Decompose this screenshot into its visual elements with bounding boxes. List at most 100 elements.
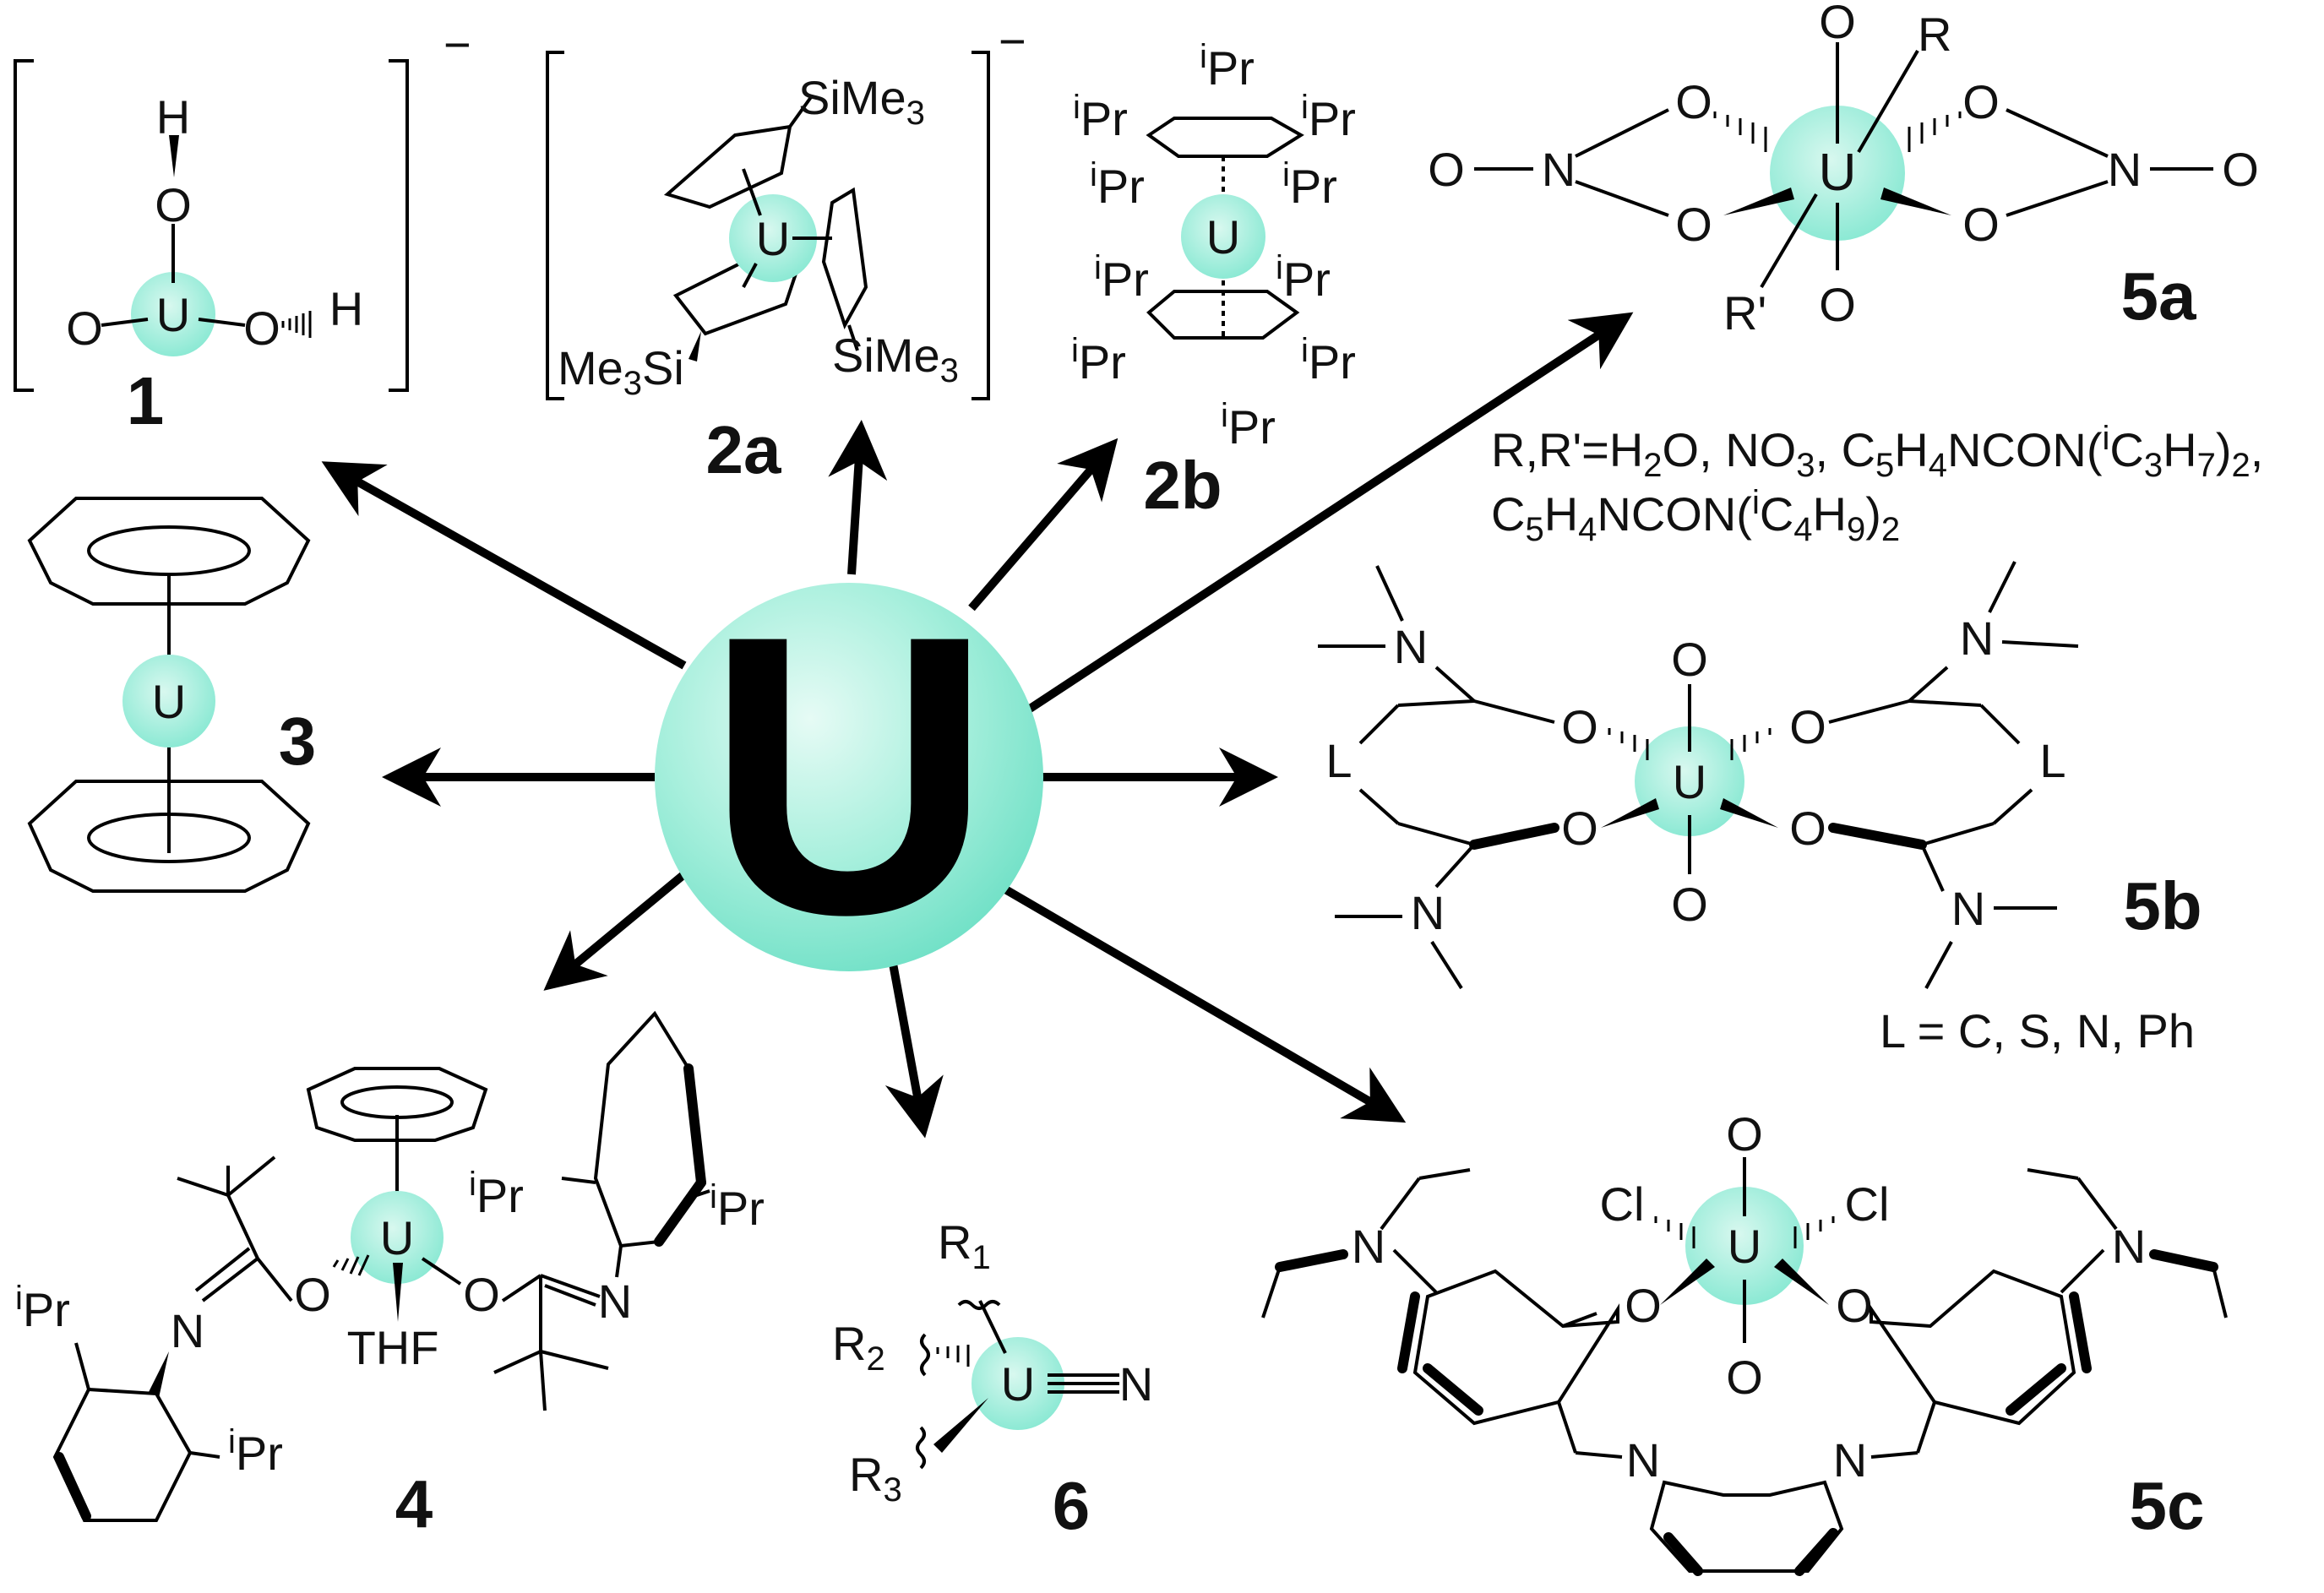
compound-5b-note: L = C, S, N, Ph: [1880, 1004, 2195, 1057]
substituent-ipr: iPr: [1073, 89, 1128, 145]
atom-l: L: [1325, 734, 1352, 787]
u-sphere: [972, 1337, 1064, 1430]
substituent-sime3: SiMe3: [832, 329, 959, 389]
substituent-ipr: iPr: [15, 1280, 70, 1336]
atom-u: U: [152, 675, 186, 728]
arrow-to-1: [321, 461, 687, 670]
atom-o: O: [1561, 802, 1598, 855]
atom-h: H: [156, 90, 190, 144]
substituent-ipr: iPr: [228, 1423, 283, 1480]
compound-5a-substituents-line-1: R,R'=H2O, NO3, C5H4NCON(iC3H7)2,: [1491, 420, 2263, 484]
atom-n: N: [1951, 882, 1985, 935]
atom-r-prime: R': [1723, 286, 1766, 340]
compound-6: U N R1 R2 R3 6: [832, 1215, 1153, 1543]
compound-5b: U O O O O O O N L N N: [1318, 561, 2202, 1057]
atom-u: U: [1673, 755, 1706, 808]
atom-o: O: [1962, 198, 2000, 251]
atom-o: O: [1428, 143, 1465, 196]
atom-o: O: [1625, 1279, 1662, 1332]
substituent-r2: R2: [832, 1317, 885, 1378]
compound-label: 2a: [706, 412, 781, 487]
arrow-to-6: [884, 954, 944, 1139]
substituent-ipr: iPr: [1276, 249, 1331, 306]
compound-label: 4: [395, 1466, 433, 1541]
atom-u: U: [156, 288, 190, 341]
compound-1: − H O U O O H 1: [14, 18, 471, 438]
u-sphere: [1635, 726, 1744, 836]
compound-2b: U iPr iPr iPr iPr iPr iPr iPr iPr iPr iP…: [1071, 38, 1356, 523]
substituent-ipr: iPr: [710, 1178, 765, 1235]
atom-l: L: [2039, 734, 2065, 787]
atom-cl: Cl: [1845, 1177, 1890, 1231]
central-uranium: U: [655, 553, 1043, 997]
atom-u: U: [756, 212, 790, 265]
atom-h: H: [329, 282, 363, 335]
u-sphere: [1181, 194, 1265, 279]
compound-2a: − U SiMe3 Me3Si SiMe3 2a: [546, 14, 1026, 487]
u-sphere: [131, 272, 215, 356]
atom-n: N: [1411, 886, 1445, 939]
u-sphere: [729, 194, 817, 282]
atom-n: N: [1626, 1433, 1660, 1487]
compound-4: U THF O O N iPr iPr N iP: [15, 1010, 765, 1541]
atom-u: U: [1728, 1220, 1761, 1273]
atom-o: O: [1819, 0, 1856, 48]
u-sphere: [351, 1191, 444, 1284]
u-sphere: [122, 655, 215, 748]
atom-o: O: [155, 178, 192, 231]
compound-label: 6: [1053, 1468, 1091, 1543]
substituent-ipr: iPr: [1094, 249, 1149, 306]
atom-o: O: [243, 302, 280, 355]
compound-5a: U O O R R' O O O O N N O O 5a R,: [1428, 0, 2263, 548]
atom-n: N: [2112, 1220, 2146, 1273]
atom-o: O: [1789, 700, 1826, 753]
atom-o: O: [1671, 633, 1708, 686]
substituent-r1: R1: [938, 1215, 991, 1276]
atom-n: N: [1833, 1433, 1867, 1487]
compound-label: 5c: [2130, 1468, 2205, 1543]
atom-o: O: [463, 1268, 500, 1321]
atom-u: U: [1819, 144, 1857, 202]
atom-o: O: [1675, 198, 1712, 251]
arrow-to-5c: [999, 883, 1407, 1123]
atom-o: O: [294, 1268, 331, 1321]
atom-n: N: [1542, 143, 1576, 196]
arrow-to-2a: [828, 420, 888, 575]
central-uranium-sphere: [655, 583, 1043, 971]
compound-label: 2b: [1143, 448, 1222, 523]
compound-3: U 3: [27, 497, 317, 893]
substituent-ipr: iPr: [1071, 332, 1126, 389]
atom-o: O: [2222, 143, 2259, 196]
substituent-ipr: iPr: [1090, 156, 1145, 213]
substituent-ipr: iPr: [1301, 332, 1356, 389]
charge-minus: −: [444, 18, 471, 71]
atom-o: O: [1836, 1279, 1873, 1332]
atom-n: N: [1119, 1357, 1153, 1411]
substituent-r3: R3: [849, 1448, 902, 1509]
substituent-sime3: SiMe3: [798, 71, 925, 132]
compound-label: 3: [279, 704, 317, 779]
compound-label: 1: [127, 363, 165, 438]
atom-o: O: [66, 302, 103, 355]
atom-o: O: [1789, 802, 1826, 855]
atom-n: N: [1394, 620, 1428, 673]
arrow-to-4: [543, 871, 688, 991]
substituent-ipr: iPr: [1200, 38, 1255, 95]
atom-u: U: [1206, 210, 1240, 264]
atom-n: N: [1960, 612, 1994, 665]
arrow-to-2b: [968, 438, 1118, 612]
compound-5c: U O O Cl Cl O O N N N: [1261, 1107, 2228, 1576]
substituent-ipr: iPr: [1221, 397, 1276, 454]
atom-cl: Cl: [1600, 1177, 1645, 1231]
substituent-ipr: iPr: [1282, 156, 1337, 213]
charge-minus: −: [999, 14, 1026, 68]
atom-o: O: [1726, 1351, 1763, 1404]
atom-u: U: [1001, 1357, 1035, 1411]
atom-o: O: [1962, 75, 2000, 128]
atom-thf: THF: [347, 1321, 439, 1374]
compound-label: 5a: [2121, 258, 2196, 334]
atom-u: U: [380, 1211, 414, 1264]
atom-n: N: [2108, 143, 2142, 196]
substituent-ipr: iPr: [469, 1166, 524, 1222]
